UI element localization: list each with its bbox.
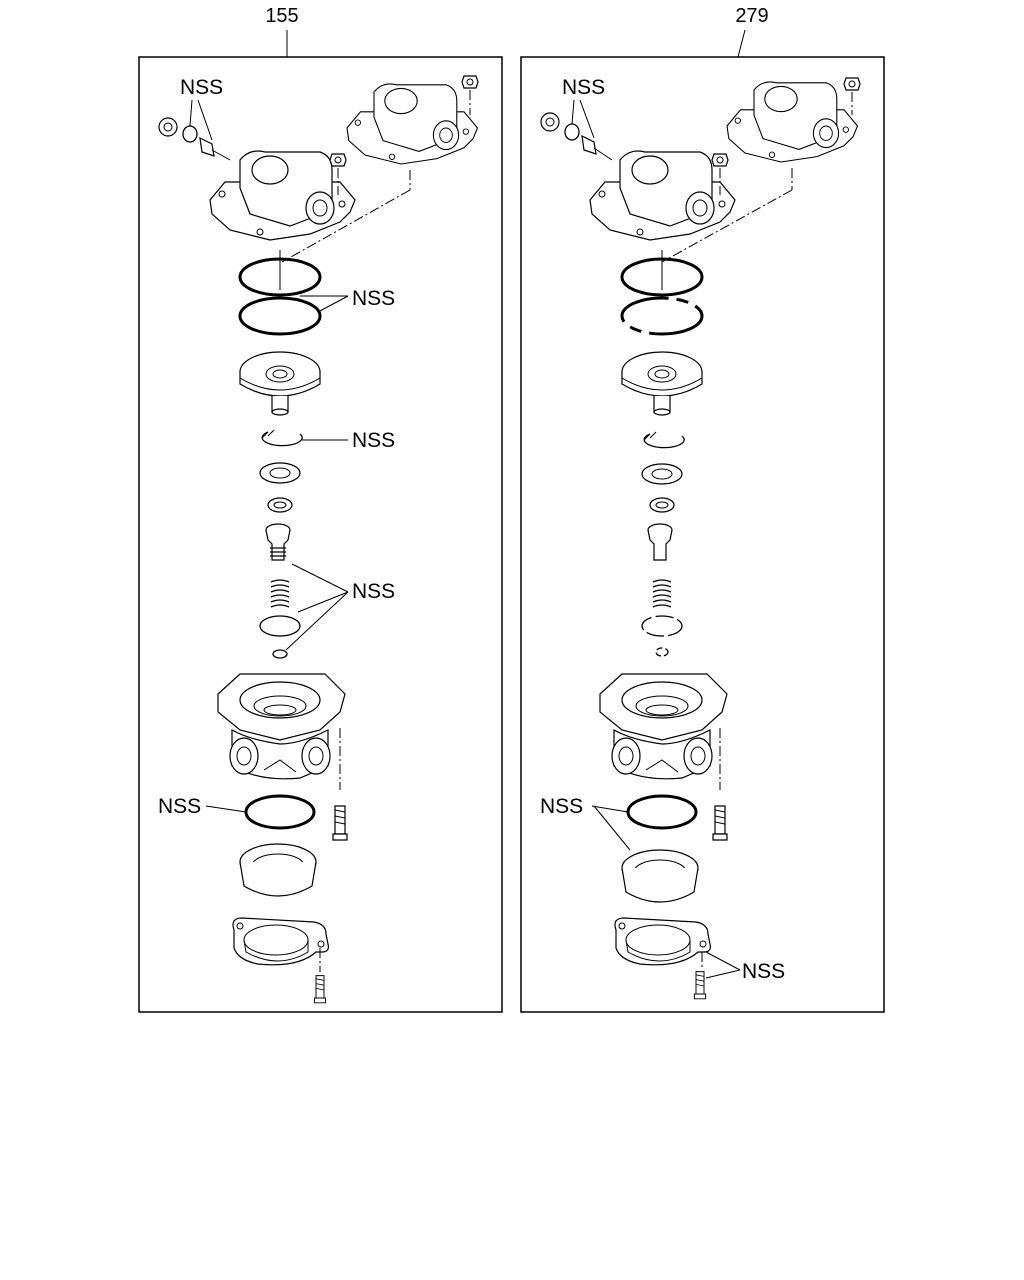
right-nss-label-1: NSS bbox=[562, 76, 605, 99]
right-panel: 279 NSS bbox=[520, 5, 885, 1013]
right-valve-plunger bbox=[647, 523, 673, 561]
left-nss-label-5: NSS bbox=[158, 795, 201, 818]
left-nss-label-1: NSS bbox=[180, 76, 223, 99]
left-small-o-ring bbox=[259, 615, 301, 637]
right-nut bbox=[711, 153, 729, 167]
right-nss-label-3: NSS bbox=[742, 960, 785, 983]
left-tiny-o-ring bbox=[272, 649, 288, 659]
right-nut-rear bbox=[843, 77, 861, 91]
left-bushing bbox=[267, 497, 293, 513]
left-nss-label-4: NSS bbox=[352, 580, 395, 603]
right-bushing bbox=[649, 497, 675, 513]
right-snap-ring bbox=[643, 431, 685, 449]
left-body-bolt bbox=[332, 805, 348, 841]
left-large-o-ring-2 bbox=[238, 296, 322, 336]
right-nss-label-2: NSS bbox=[540, 795, 583, 818]
left-nss-label-2: NSS bbox=[352, 287, 395, 310]
right-body-bolt bbox=[712, 805, 728, 841]
right-callout-number: 279 bbox=[735, 5, 768, 27]
left-fitting bbox=[158, 117, 231, 161]
right-callout-leader bbox=[737, 29, 746, 58]
left-flange-bolt bbox=[313, 975, 327, 1004]
left-nss-label-3: NSS bbox=[352, 429, 395, 452]
right-small-o-ring bbox=[641, 615, 683, 637]
left-valve-plunger bbox=[265, 523, 291, 561]
left-bottom-cap bbox=[239, 843, 317, 897]
left-nut-rear bbox=[461, 75, 479, 89]
right-flange-bolt bbox=[693, 971, 707, 1000]
left-nss-leader-1a bbox=[189, 99, 193, 127]
left-washer bbox=[259, 462, 301, 484]
right-large-o-ring-2 bbox=[620, 296, 704, 336]
left-panel: 155 NSS NSS bbox=[138, 5, 503, 1013]
right-washer bbox=[641, 463, 683, 485]
left-nut bbox=[329, 153, 347, 167]
left-callout-number: 155 bbox=[265, 5, 298, 27]
right-tiny-o-ring bbox=[655, 647, 669, 657]
left-snap-ring bbox=[261, 429, 303, 447]
right-bottom-cap bbox=[621, 849, 699, 903]
left-nss-leader-1b bbox=[197, 99, 213, 141]
right-fitting bbox=[540, 112, 613, 161]
